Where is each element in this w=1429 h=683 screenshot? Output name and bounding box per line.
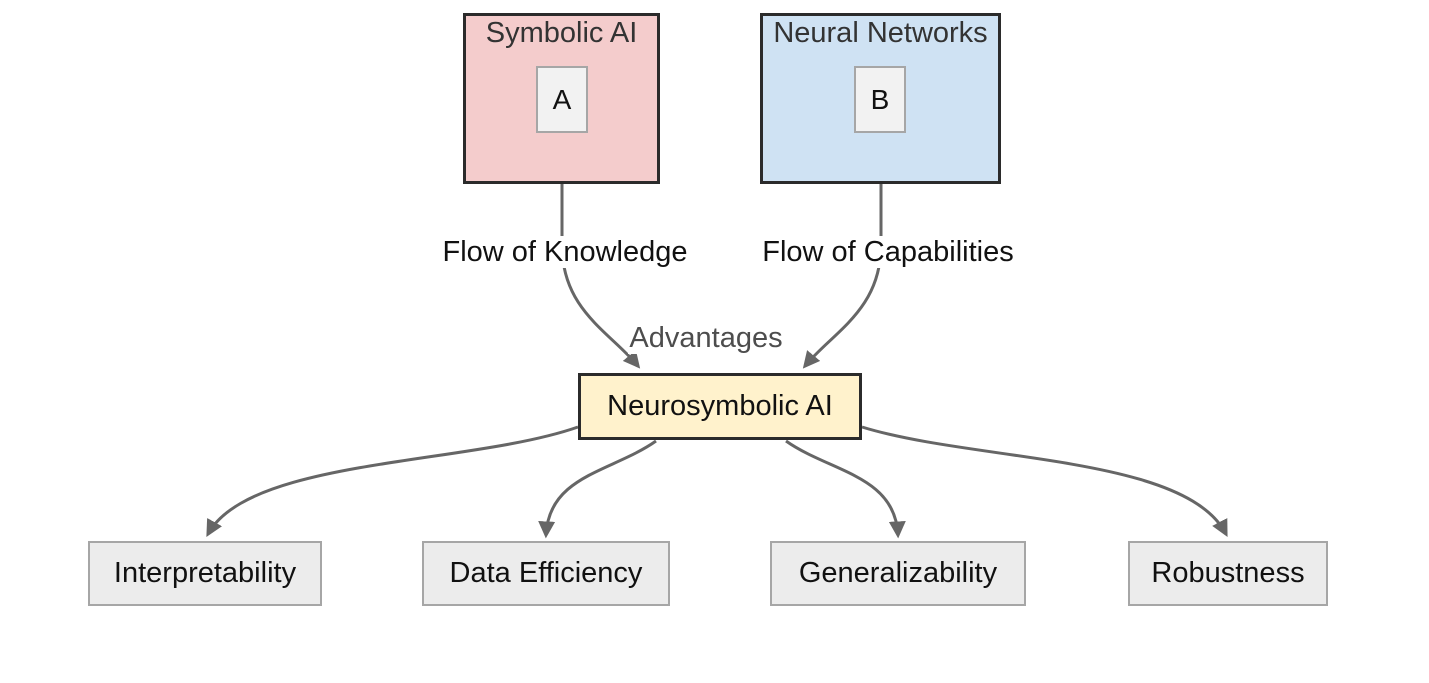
node-interpretability-label: Interpretability xyxy=(113,557,297,589)
node-robustness-label: Robustness xyxy=(1151,557,1305,589)
subgraph-symbolic-ai-title: Symbolic AI xyxy=(485,17,638,49)
subgraph-neural-networks: Neural Networks B xyxy=(760,13,1001,184)
node-neurosymbolic-ai: Neurosymbolic AI xyxy=(578,373,862,440)
node-a-label: A xyxy=(552,83,572,115)
edge-label-flow-of-knowledge: Flow of Knowledge xyxy=(420,236,710,268)
node-robustness: Robustness xyxy=(1128,541,1328,606)
node-generalizability: Generalizability xyxy=(770,541,1026,606)
node-interpretability: Interpretability xyxy=(88,541,322,606)
node-b: B xyxy=(854,66,906,133)
node-generalizability-label: Generalizability xyxy=(798,557,998,589)
advantages-annotation: Advantages xyxy=(628,322,784,354)
node-a: A xyxy=(536,66,588,133)
node-data-efficiency: Data Efficiency xyxy=(422,541,670,606)
subgraph-symbolic-ai: Symbolic AI A xyxy=(463,13,660,184)
edge-neurosymbolic-to-interpretability xyxy=(206,425,579,537)
edge-neurosymbolic-to-robustness xyxy=(861,425,1228,538)
subgraph-neural-networks-title: Neural Networks xyxy=(773,17,988,49)
node-data-efficiency-label: Data Efficiency xyxy=(449,557,643,589)
edge-neurosymbolic-to-data-efficiency xyxy=(538,439,657,539)
edge-label-flow-of-capabilities: Flow of Capabilities xyxy=(738,236,1038,268)
edge-neurosymbolic-to-generalizability xyxy=(785,439,906,539)
node-neurosymbolic-ai-label: Neurosymbolic AI xyxy=(607,390,833,422)
node-b-label: B xyxy=(870,83,890,115)
